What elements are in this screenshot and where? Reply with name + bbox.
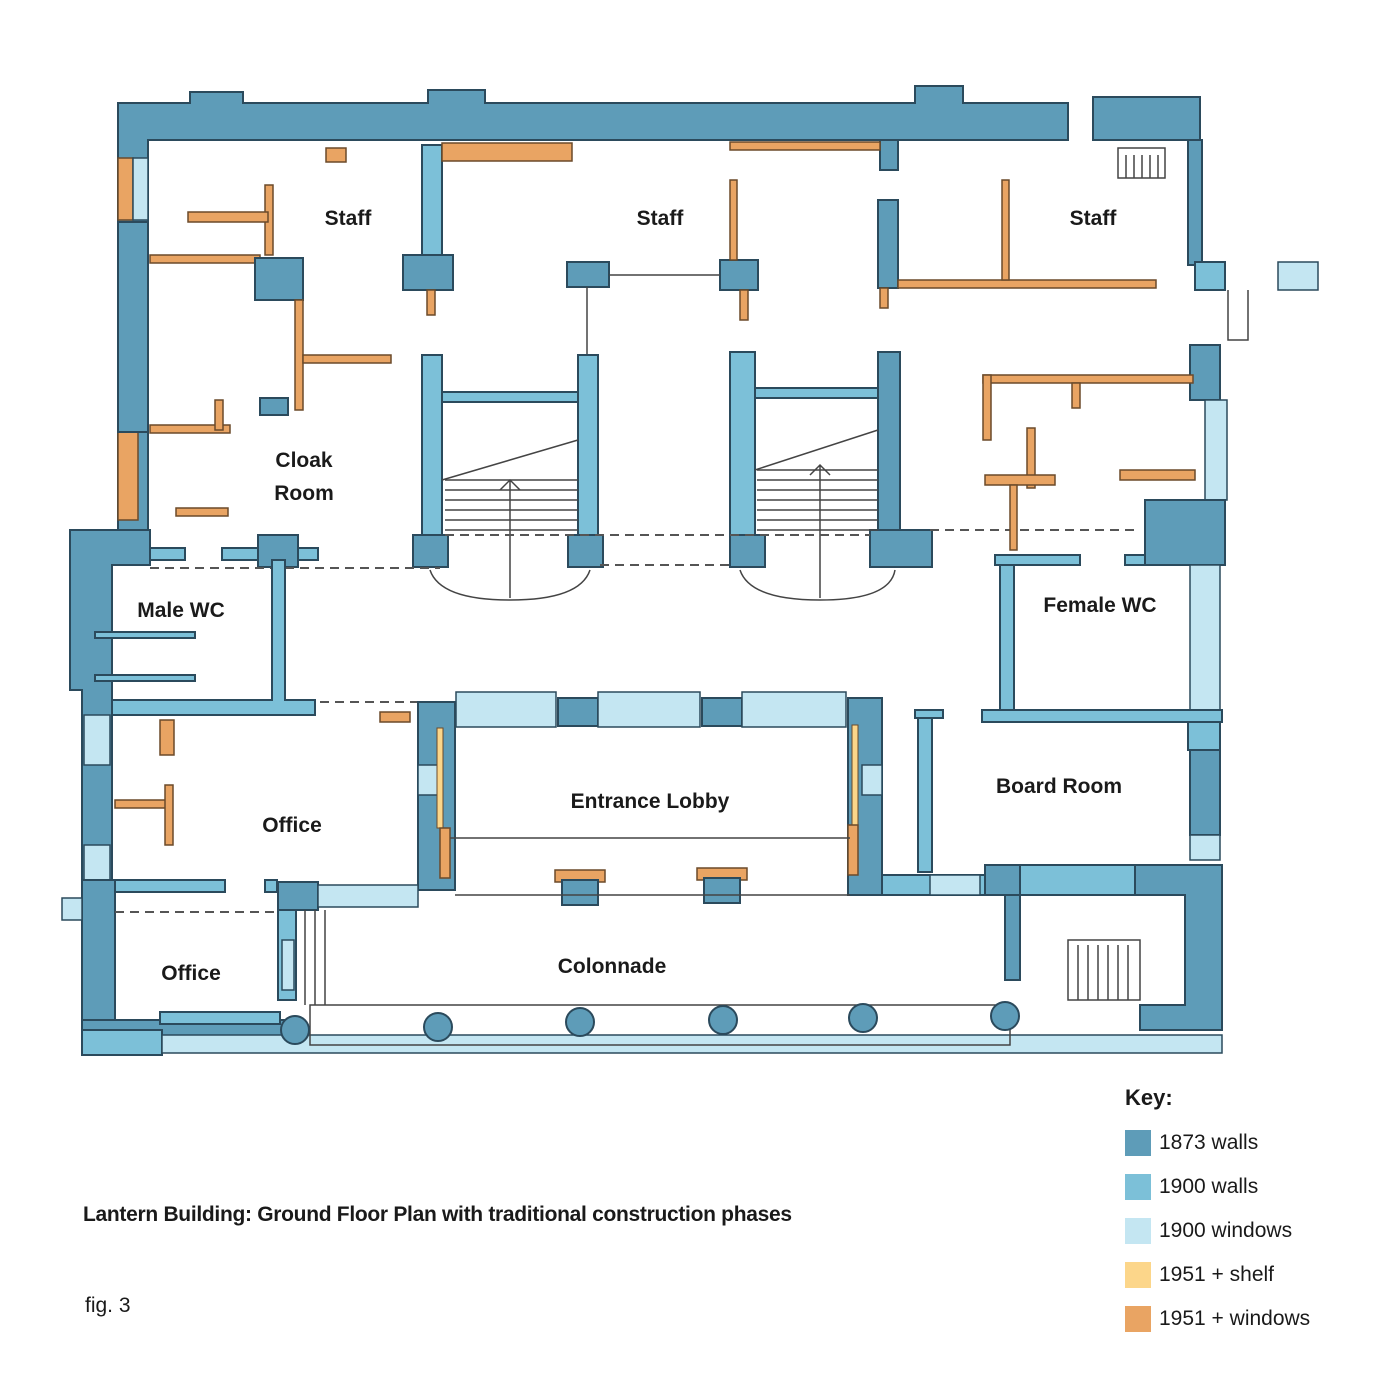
outer-walls xyxy=(69,85,1319,1056)
room-label-office: Office xyxy=(161,962,221,985)
room-label-staff: Staff xyxy=(325,207,373,230)
room-label-cloak-room: Room xyxy=(274,482,334,505)
interior-walls xyxy=(61,139,1249,1025)
room-label-female-wc: Female WC xyxy=(1043,594,1156,617)
legend-item: 1900 walls xyxy=(1125,1165,1310,1209)
legend-swatch xyxy=(1125,1130,1151,1156)
legend-item: 1900 windows xyxy=(1125,1209,1310,1253)
room-label-staff: Staff xyxy=(1070,207,1118,230)
legend-item: 1951 + shelf xyxy=(1125,1253,1310,1297)
room-label-board-room: Board Room xyxy=(996,775,1122,798)
legend-swatch xyxy=(1125,1306,1151,1332)
legend-swatch xyxy=(1125,1218,1151,1244)
legend-title: Key: xyxy=(1125,1085,1173,1110)
figure-caption: Lantern Building: Ground Floor Plan with… xyxy=(83,1203,792,1226)
legend: Key: 1873 walls 1900 walls 1900 windows 195… xyxy=(1125,1085,1310,1341)
legend-label: 1873 walls xyxy=(1159,1131,1259,1154)
legend-item: 1873 walls xyxy=(1125,1121,1310,1165)
room-label-cloak: Cloak xyxy=(275,449,333,472)
room-label-colonnade: Colonnade xyxy=(558,955,667,978)
room-label-male-wc: Male WC xyxy=(137,599,225,622)
room-labels: Staff Staff Staff Cloak Room Male WC Fem… xyxy=(137,207,1156,985)
room-label-staff: Staff xyxy=(637,207,685,230)
legend-swatch xyxy=(1125,1262,1151,1288)
legend-label: 1951 + shelf xyxy=(1159,1263,1275,1286)
legend-swatch xyxy=(1125,1174,1151,1200)
room-label-office: Office xyxy=(262,814,322,837)
legend-label: 1900 walls xyxy=(1159,1175,1259,1198)
legend-label: 1951 + windows xyxy=(1159,1307,1311,1330)
room-label-entrance-lobby: Entrance Lobby xyxy=(571,790,730,813)
legend-label: 1900 windows xyxy=(1159,1219,1293,1242)
legend-item: 1951 + windows xyxy=(1125,1297,1310,1341)
figure-label: fig. 3 xyxy=(85,1294,131,1317)
